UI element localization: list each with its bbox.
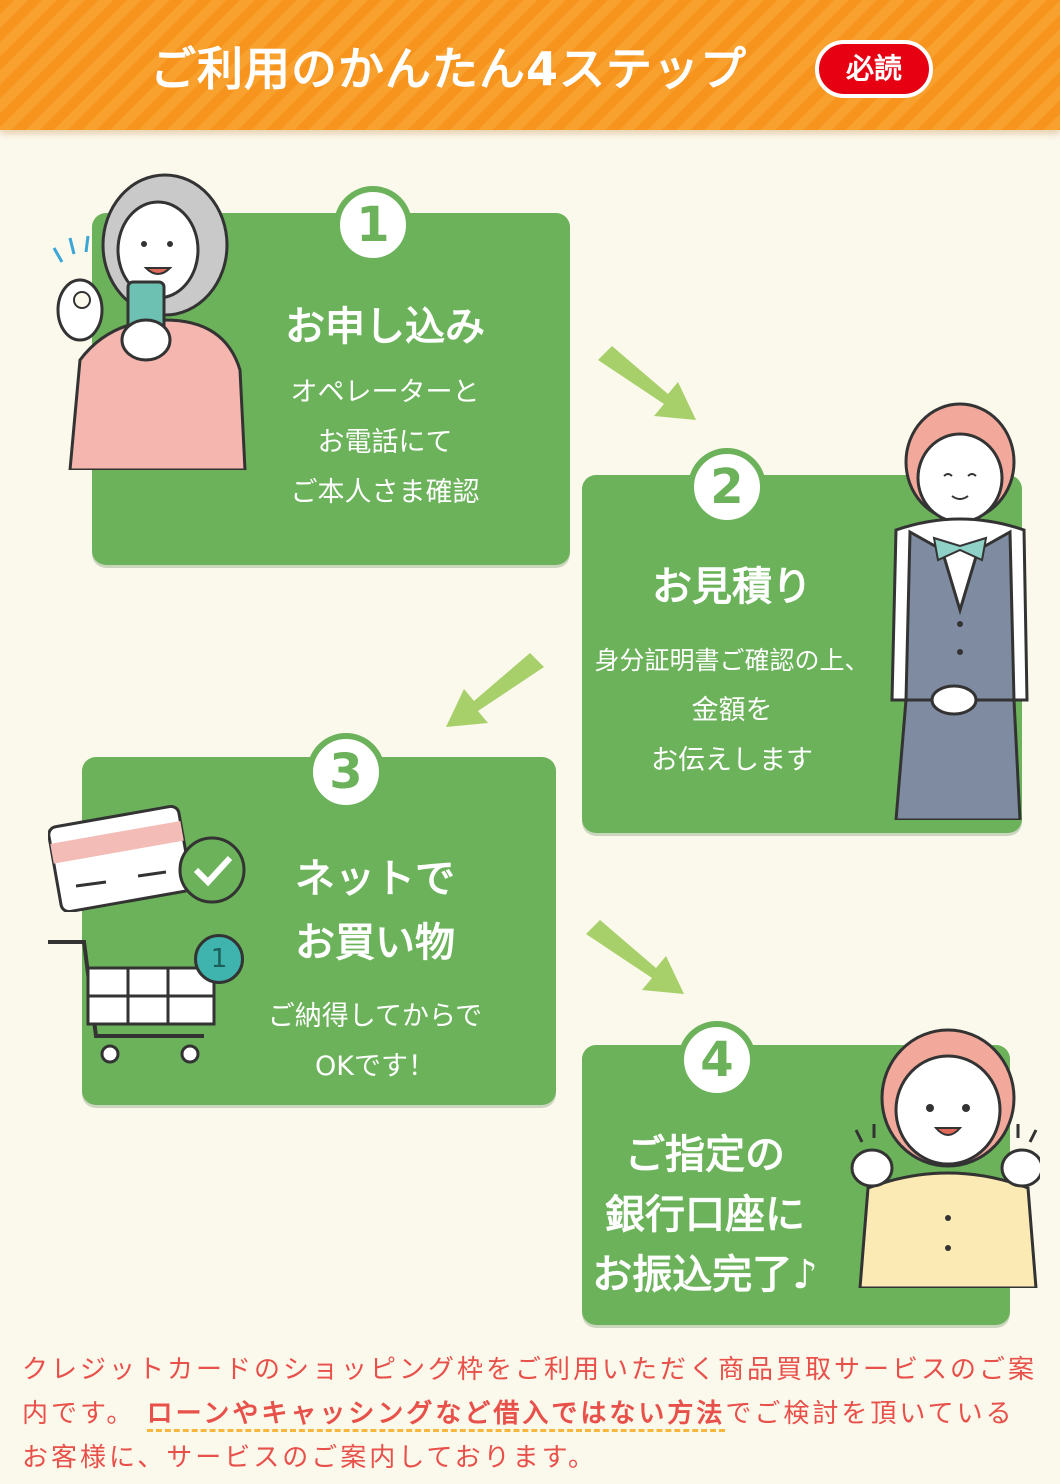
step-2-desc-line-3: お伝えします (651, 745, 813, 776)
step-3-title-line-1: ネットで (295, 856, 455, 902)
step-3-desc-line-2: OKです！ (315, 1051, 435, 1082)
step-1-title: お申し込み (285, 304, 485, 350)
page-title: ご利用のかんたん4ステップ (150, 42, 748, 96)
arrow-step-3-to-4 (586, 920, 684, 994)
step-4-title-line-3: お振込完了♪ (592, 1252, 818, 1298)
step-4-number: 4 (678, 1021, 756, 1099)
woman-with-phone-illustration (52, 173, 247, 470)
step-4-title-line-2: 銀行口座に (605, 1192, 805, 1238)
cart-count-badge: 1 (194, 934, 244, 984)
arrow-step-1-to-2 (598, 346, 696, 420)
footer-notice: クレジットカードのショッピング枠をご利用いただく商品買取サービスのご案内です。 … (22, 1348, 1042, 1480)
step-1-desc-line-2: お電話にて (317, 427, 453, 458)
step-3-title-line-2: お買い物 (295, 920, 455, 966)
step-4-title-line-1: ご指定の (625, 1132, 785, 1178)
step-2-title: お見積り (652, 564, 812, 610)
operator-woman-illustration (890, 402, 1029, 820)
header-banner: ご利用のかんたん4ステップ 必読 (0, 0, 1060, 130)
step-2-desc-line-1: 身分証明書ご確認の上、 (594, 646, 870, 675)
credit-card-icon (48, 804, 246, 912)
step-3-number: 3 (307, 733, 385, 811)
arrow-step-2-to-3 (446, 653, 544, 727)
happy-woman-illustration (850, 1028, 1040, 1288)
step-2-number: 2 (688, 448, 766, 526)
step-3-desc-line-1: ご納得してからで (267, 1001, 483, 1032)
must-read-badge: 必読 (815, 40, 933, 98)
step-1-desc-line-1: オペレーターと (290, 377, 480, 408)
shopping-cart-icon (48, 940, 216, 1064)
step-1-number: 1 (334, 186, 412, 264)
footer-text-before: クレジットカードのショッピング枠をご利用いただく商品買取サービスのご案内です。 (22, 1355, 1038, 1429)
step-1-desc-line-3: ご本人さま確認 (290, 477, 480, 508)
footer-highlight: ローンやキャッシングなど借入ではない方法 (146, 1399, 726, 1432)
footer-text-after: でご検討を頂いているお客様に、サービスのご案内しております。 (22, 1399, 1015, 1473)
step-2-desc-line-2: 金額を (691, 695, 773, 726)
